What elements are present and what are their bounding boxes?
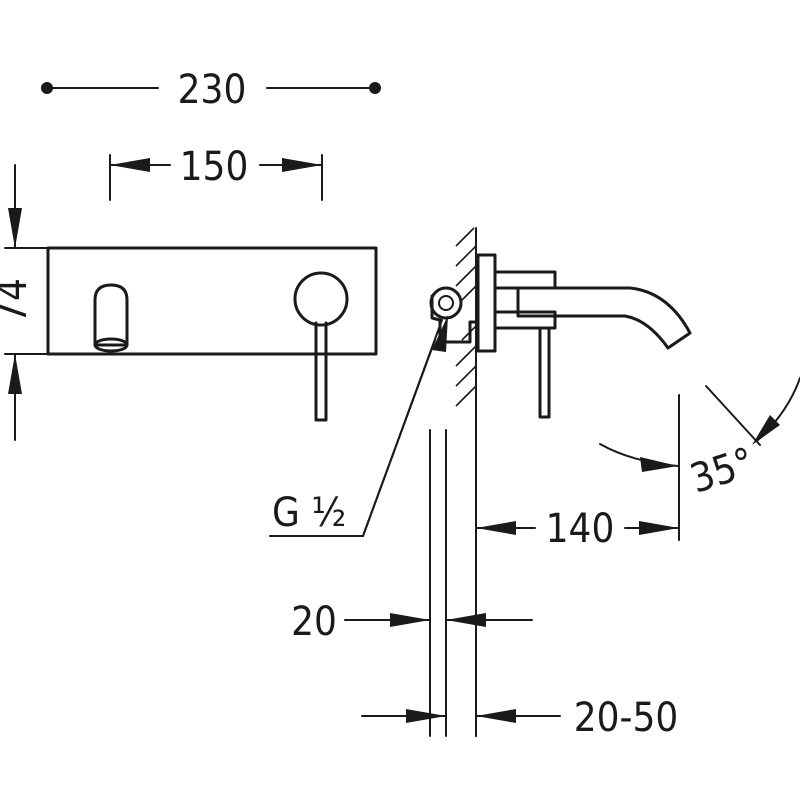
wall-plate bbox=[46, 246, 378, 356]
arrow-head bbox=[110, 158, 150, 172]
spout-outlet-end bbox=[93, 337, 129, 353]
plate-profile bbox=[476, 253, 497, 353]
dim-plate-width: 150 bbox=[109, 144, 323, 201]
arrow-head bbox=[406, 709, 446, 723]
side-lever bbox=[538, 326, 551, 419]
arrow-head bbox=[8, 354, 22, 394]
wall-hatching bbox=[455, 227, 477, 409]
arrow-head bbox=[446, 613, 486, 627]
dim-spout-angle: 35° bbox=[599, 377, 800, 503]
label-plate-height: 74 bbox=[0, 278, 36, 324]
label-wall-range: 20-50 bbox=[574, 695, 679, 741]
label-spout-projection: 140 bbox=[546, 506, 615, 552]
side-view bbox=[429, 227, 692, 419]
thread-callout: G ½ bbox=[269, 315, 448, 537]
arrow-head bbox=[432, 315, 448, 352]
label-wall-offset: 20 bbox=[291, 599, 337, 645]
thread-connection bbox=[429, 286, 463, 320]
label-overall-width: 230 bbox=[178, 67, 247, 113]
mixer-lever bbox=[314, 321, 328, 422]
dim-spout-projection: 140 bbox=[475, 394, 680, 737]
thread-connection-inner bbox=[438, 295, 454, 311]
arrow-head bbox=[8, 208, 22, 248]
mixer-knob bbox=[293, 271, 349, 327]
arrow-head bbox=[752, 415, 780, 445]
spout-arm bbox=[516, 286, 692, 350]
arrow-head bbox=[476, 521, 516, 535]
arrow-head bbox=[390, 613, 430, 627]
label-plate-width: 150 bbox=[180, 144, 249, 190]
front-view bbox=[46, 246, 378, 422]
arrow-head bbox=[640, 457, 678, 472]
dim-overall-width: 230 bbox=[41, 67, 381, 113]
spout-base bbox=[493, 310, 557, 330]
dim-plate-height: 74 bbox=[0, 164, 49, 441]
spout-collar bbox=[493, 270, 557, 290]
spout-outlet bbox=[93, 283, 129, 347]
arrow-head bbox=[476, 709, 516, 723]
dim-wall-offset: 20 bbox=[291, 429, 533, 737]
dim-wall-range: 20-50 bbox=[361, 649, 679, 741]
label-thread: G ½ bbox=[272, 490, 346, 536]
arrow-head bbox=[639, 521, 679, 535]
arrow-head bbox=[282, 158, 322, 172]
label-spout-angle: 35° bbox=[685, 439, 760, 502]
